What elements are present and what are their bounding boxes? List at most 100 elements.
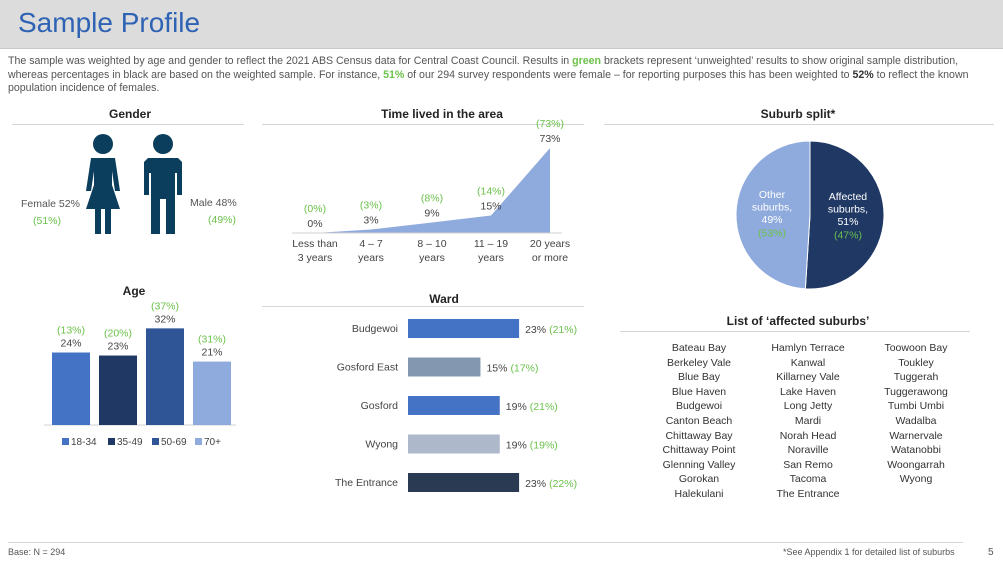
time-tick-label: years (358, 252, 384, 264)
pie-unweighted-label: (47%) (834, 230, 862, 242)
age-legend-swatch (108, 438, 115, 445)
time-tick-label: years (419, 252, 445, 264)
ward-category-label: The Entrance (335, 477, 398, 489)
time-value-label: 0% (307, 218, 322, 230)
suburb-list-item: Berkeley Vale (666, 356, 731, 369)
suburb-list-item: Norah Head (779, 429, 837, 442)
male-icon (144, 134, 182, 234)
male-unweighted: (49%) (208, 214, 237, 226)
suburb-list-item: San Remo (783, 458, 833, 471)
time-tick-label: or more (532, 252, 568, 264)
time-tick-label: 4 – 7 (359, 238, 383, 250)
ward-unweighted-label: (19%) (530, 440, 558, 452)
time-value-label: 15% (480, 201, 501, 213)
suburb-list-item: Wyong (899, 473, 933, 486)
suburb-list-item: Chittaway Bay (665, 429, 733, 442)
suburb-pie-chart: Affectedsuburbs,51%(47%)Othersuburbs,49%… (735, 140, 885, 290)
suburb-list-item: Blue Haven (671, 385, 727, 398)
intro-text-1: The sample was weighted by age and gende… (8, 55, 573, 67)
male-label: Male 48% (190, 197, 237, 209)
time-unweighted-label: (8%) (421, 193, 443, 205)
time-area-series (315, 148, 550, 233)
suburb-list-item: Chittaway Point (662, 444, 736, 457)
suburb-list-item: The Entrance (776, 487, 840, 500)
suburb-list-item: Canton Beach (665, 414, 733, 427)
age-bar (99, 355, 137, 425)
ward-bar (408, 396, 500, 415)
divider-suburb-list (620, 331, 970, 332)
ward-value-label: 23% (525, 478, 546, 490)
intro-weighted-pct: 52% (852, 68, 874, 81)
intro-unweighted-pct: 51% (383, 68, 405, 81)
suburb-list-item: Noraville (787, 444, 829, 457)
pie-slice (804, 140, 885, 290)
time-chart-title: Time lived in the area (381, 107, 503, 121)
suburb-list-item: Woongarrah (887, 458, 945, 471)
suburb-list-item: Warnervale (889, 429, 943, 442)
pie-slice-label: Other (759, 189, 786, 201)
time-unweighted-label: (0%) (304, 203, 326, 215)
appendix-note: *See Appendix 1 for detailed list of sub… (783, 547, 955, 557)
suburb-list-item: Toowoon Bay (884, 342, 948, 354)
time-tick-label: 20 years (530, 238, 570, 250)
suburb-list-item: Mardi (794, 414, 822, 427)
age-legend-label: 18-34 (71, 437, 97, 448)
suburb-list-item: Tuggerawong (884, 385, 948, 398)
time-tick-label: 3 years (298, 252, 332, 264)
suburb-chart-title: Suburb split* (760, 107, 836, 121)
title-bar (0, 0, 1003, 49)
female-unweighted: (51%) (33, 215, 62, 227)
divider-gender (12, 124, 244, 125)
age-unweighted-label: (31%) (198, 334, 226, 346)
suburb-list-item: Budgewoi (675, 400, 723, 413)
age-unweighted-label: (37%) (151, 300, 179, 312)
suburb-list-item: Halekulani (674, 487, 724, 500)
suburb-list-item: Tuggerah (893, 371, 939, 384)
intro-green-word: green (572, 55, 602, 67)
ward-unweighted-label: (22%) (549, 478, 577, 490)
pie-unweighted-label: (53%) (758, 227, 786, 239)
ward-category-label: Budgewoi (352, 323, 398, 335)
suburb-list-item: Toukley (898, 356, 934, 369)
suburb-list-item: Killarney Vale (776, 371, 840, 384)
ward-unweighted-label: (17%) (510, 363, 538, 375)
page-number: 5 (988, 547, 994, 558)
ward-bar (408, 357, 481, 377)
divider-footer (8, 542, 963, 543)
suburb-list-item: Blue Bay (677, 371, 721, 384)
suburb-list-item: Gorokan (678, 473, 720, 486)
ward-chart-title: Ward (429, 292, 459, 306)
age-legend-swatch (152, 438, 159, 445)
time-value-label: 9% (424, 208, 439, 220)
age-legend-label: 70+ (204, 437, 221, 448)
suburb-list-item: Kanwal (790, 356, 826, 369)
ward-category-label: Wyong (365, 439, 398, 451)
intro-text-3: of our 294 survey respondents were femal… (404, 68, 853, 81)
pie-slice-label: suburbs, (828, 204, 868, 216)
ward-bar (408, 473, 520, 492)
time-tick-label: 11 – 19 (474, 238, 508, 250)
age-bar (52, 352, 90, 425)
divider-time (262, 124, 584, 125)
intro-text-4: to reflect the known population incidenc… (8, 68, 969, 95)
time-tick-label: 8 – 10 (417, 238, 446, 250)
base-note: Base: N = 294 (8, 547, 66, 557)
gender-title: Gender (108, 107, 151, 121)
age-legend-swatch (195, 438, 202, 445)
suburb-list-item: Long Jetty (783, 400, 833, 413)
suburb-list-item: Glenning Valley (662, 458, 736, 471)
intro-paragraph: The sample was weighted by age and gende… (8, 55, 998, 96)
age-bar (146, 328, 184, 425)
time-unweighted-label: (3%) (360, 200, 382, 212)
pie-slice-label: 51% (837, 216, 858, 228)
age-value-label: 32% (154, 313, 175, 325)
time-value-label: 73% (539, 133, 560, 145)
age-legend-swatch (62, 438, 69, 445)
suburb-list-item: Tumbi Umbi (887, 400, 945, 413)
